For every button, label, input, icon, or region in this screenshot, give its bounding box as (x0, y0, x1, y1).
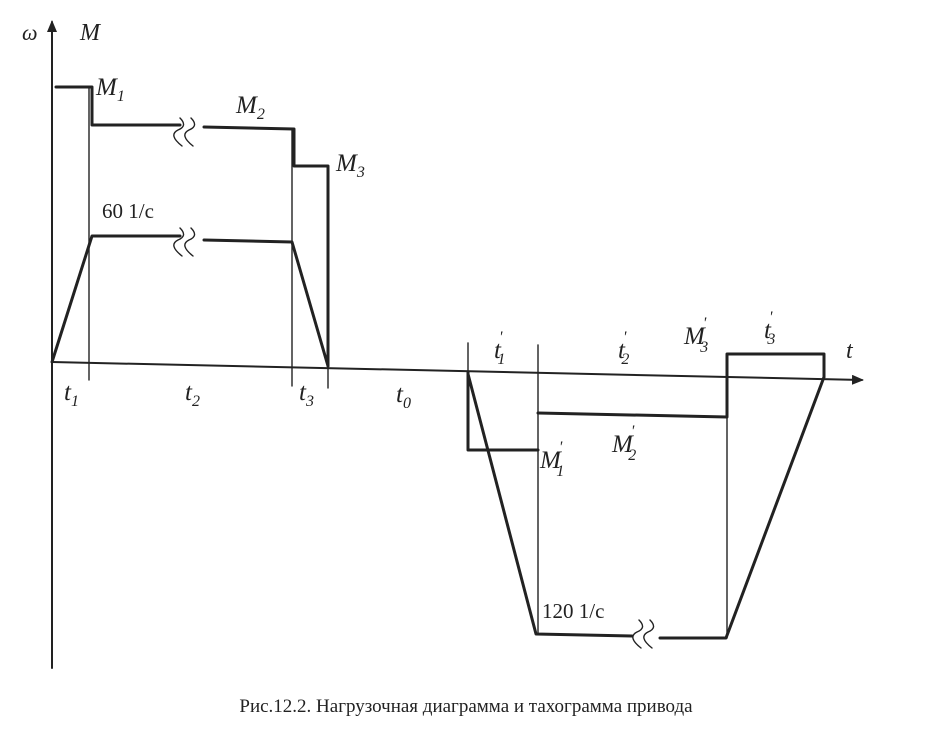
time-axis (51, 361, 864, 385)
label-speed-reverse: 120 1/c (542, 599, 604, 623)
load-curve-reverse (466, 352, 826, 452)
load-curve-forward (54, 85, 330, 368)
label-M2-prime: M'2 (611, 423, 636, 464)
label-t1-prime: t'1 (494, 329, 505, 368)
label-M3: M3 (335, 150, 365, 181)
label-t2: t2 (185, 379, 200, 410)
label-t1: t1 (64, 379, 79, 410)
omega-axis-label: ω (22, 20, 38, 45)
speed-curve-reverse (466, 372, 826, 649)
label-M2: M2 (235, 92, 265, 123)
label-t0: t0 (396, 381, 411, 412)
moment-axis-label: M (79, 20, 102, 46)
label-t3: t3 (299, 379, 314, 410)
label-speed-forward: 60 1/c (102, 199, 154, 223)
label-M1: M1 (95, 74, 125, 105)
label-t2-prime: t'2 (618, 329, 629, 368)
figure-caption: Рис.12.2. Нагрузочная диаграмма и тахогр… (239, 696, 693, 717)
speed-curve-forward (50, 227, 330, 368)
label-M3-prime: M'3 (683, 315, 708, 356)
label-M1-prime: M'1 (539, 439, 564, 480)
label-t3-prime: t'3 (764, 309, 775, 348)
time-axis-label: t (846, 338, 854, 364)
